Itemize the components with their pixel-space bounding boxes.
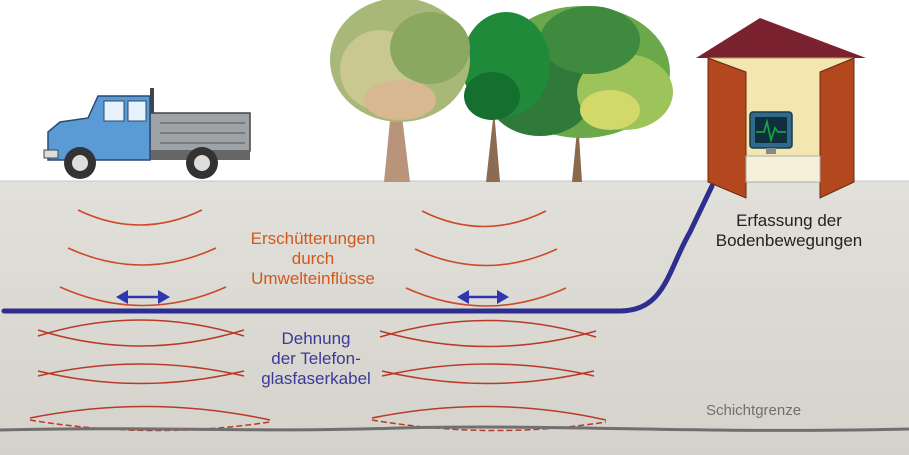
monitor-icon [749,111,793,154]
layer-boundary [0,425,909,432]
trees-icon [330,0,673,182]
truck-icon [43,88,251,179]
strain-line-3: glasfaserkabel [261,369,371,388]
vibrations-line-3: Umwelteinflüsse [251,269,375,288]
vibrations-line-2: durch [291,249,335,268]
strain-label: Dehnung der Telefon- glasfaserkabel [236,329,396,389]
strain-line-1: Dehnung [281,329,351,348]
hut-icon [696,18,866,199]
vibration-waves [59,209,567,307]
wave-arc [414,248,558,267]
fiber-cable [1,183,715,314]
capture-label: Erfassung der Bodenbewegungen [694,211,884,251]
strain-line-2: der Telefon- [271,349,361,368]
double-arrow-icon [457,290,509,304]
vibrations-label: Erschütterungen durch Umwelteinflüsse [228,229,398,289]
vibrations-line-1: Erschütterungen [250,229,376,248]
wave-arc [59,286,227,307]
wave-arc [405,287,567,307]
capture-line-1: Erfassung der [736,211,842,230]
double-arrow-icon [116,290,170,304]
wave-arc [77,209,203,226]
capture-line-2: Bodenbewegungen [715,231,863,250]
strain-waves [29,319,607,432]
wave-arc [421,210,547,228]
wave-arc [67,247,217,266]
ground [0,181,909,455]
boundary-label: Schichtgrenze [706,402,802,419]
